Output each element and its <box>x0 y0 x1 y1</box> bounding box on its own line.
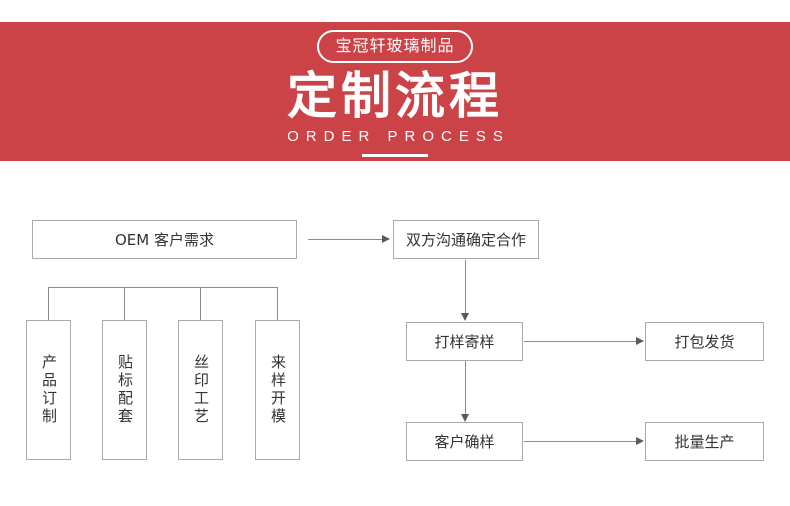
connector-oem-to-cooperation <box>308 239 382 240</box>
arrow-head-sample-to-shipping-icon <box>636 337 644 345</box>
branch-bracket-horizontal <box>48 287 277 288</box>
node-branch-product-customization: 产品订制 <box>26 320 71 460</box>
connector-sample-to-customer-confirm <box>465 361 466 414</box>
arrow-head-customer-confirm-to-production-icon <box>636 437 644 445</box>
header-banner: 宝冠轩玻璃制品 定制流程 ORDER PROCESS <box>0 22 790 161</box>
process-flowchart: OEM 客户需求 产品订制 贴标配套 丝印工艺 来样开模 双方沟通确定合作 打样… <box>0 161 790 506</box>
header-banner-content: 宝冠轩玻璃制品 定制流程 ORDER PROCESS <box>0 22 790 161</box>
branch-drop-4 <box>277 287 278 320</box>
brand-badge: 宝冠轩玻璃制品 <box>317 30 473 63</box>
branch-drop-1 <box>48 287 49 320</box>
node-packing-shipping: 打包发货 <box>645 322 764 361</box>
node-branch-labeling-package: 贴标配套 <box>102 320 147 460</box>
node-sample-making: 打样寄样 <box>406 322 523 361</box>
connector-customer-confirm-to-production <box>524 441 636 442</box>
node-branch-sample-mold: 来样开模 <box>255 320 300 460</box>
arrow-head-sample-to-customer-confirm-icon <box>461 414 469 422</box>
connector-cooperation-to-sample <box>465 260 466 313</box>
node-mass-production: 批量生产 <box>645 422 764 461</box>
arrow-head-oem-to-cooperation-icon <box>382 235 390 243</box>
arrow-head-cooperation-to-sample-icon <box>461 313 469 321</box>
title-underline-rule <box>362 153 428 157</box>
branch-drop-3 <box>200 287 201 320</box>
node-branch-silkscreen-process: 丝印工艺 <box>178 320 223 460</box>
node-confirm-cooperation: 双方沟通确定合作 <box>393 220 539 259</box>
node-oem-requirement: OEM 客户需求 <box>32 220 297 259</box>
page-title: 定制流程 <box>287 67 503 125</box>
node-customer-confirm: 客户确样 <box>406 422 523 461</box>
page-subtitle: ORDER PROCESS <box>287 127 510 145</box>
connector-sample-to-shipping <box>524 341 636 342</box>
branch-drop-2 <box>124 287 125 320</box>
